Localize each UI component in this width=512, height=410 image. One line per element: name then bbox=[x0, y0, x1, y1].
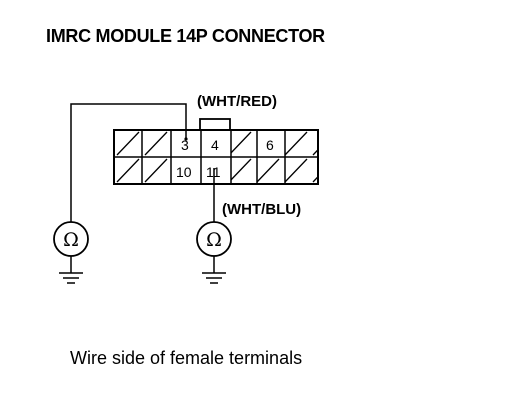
ground-icon-right bbox=[202, 272, 226, 284]
ohm-symbol: Ω bbox=[206, 229, 222, 251]
wire-label-wht-blu: (WHT/BLU) bbox=[222, 201, 301, 218]
unused-cavities bbox=[114, 130, 318, 184]
probe-wire-left bbox=[70, 103, 187, 222]
diagram-title: IMRC MODULE 14P CONNECTOR bbox=[46, 26, 325, 46]
connector-lock-tab bbox=[199, 118, 231, 131]
connector-grid bbox=[114, 130, 318, 184]
pin-4: 4 bbox=[211, 137, 219, 153]
ohmmeter-icon-left: Ω bbox=[53, 221, 89, 257]
pin-3: 3 bbox=[181, 137, 189, 153]
ohmmeter-icon-right: Ω bbox=[196, 221, 232, 257]
wire-label-wht-red: (WHT/RED) bbox=[197, 93, 277, 110]
pin-6: 6 bbox=[266, 137, 274, 153]
caption: Wire side of female terminals bbox=[70, 348, 303, 368]
ground-icon-left bbox=[59, 272, 83, 284]
ohm-symbol: Ω bbox=[63, 229, 79, 251]
pin-10: 10 bbox=[176, 164, 192, 180]
